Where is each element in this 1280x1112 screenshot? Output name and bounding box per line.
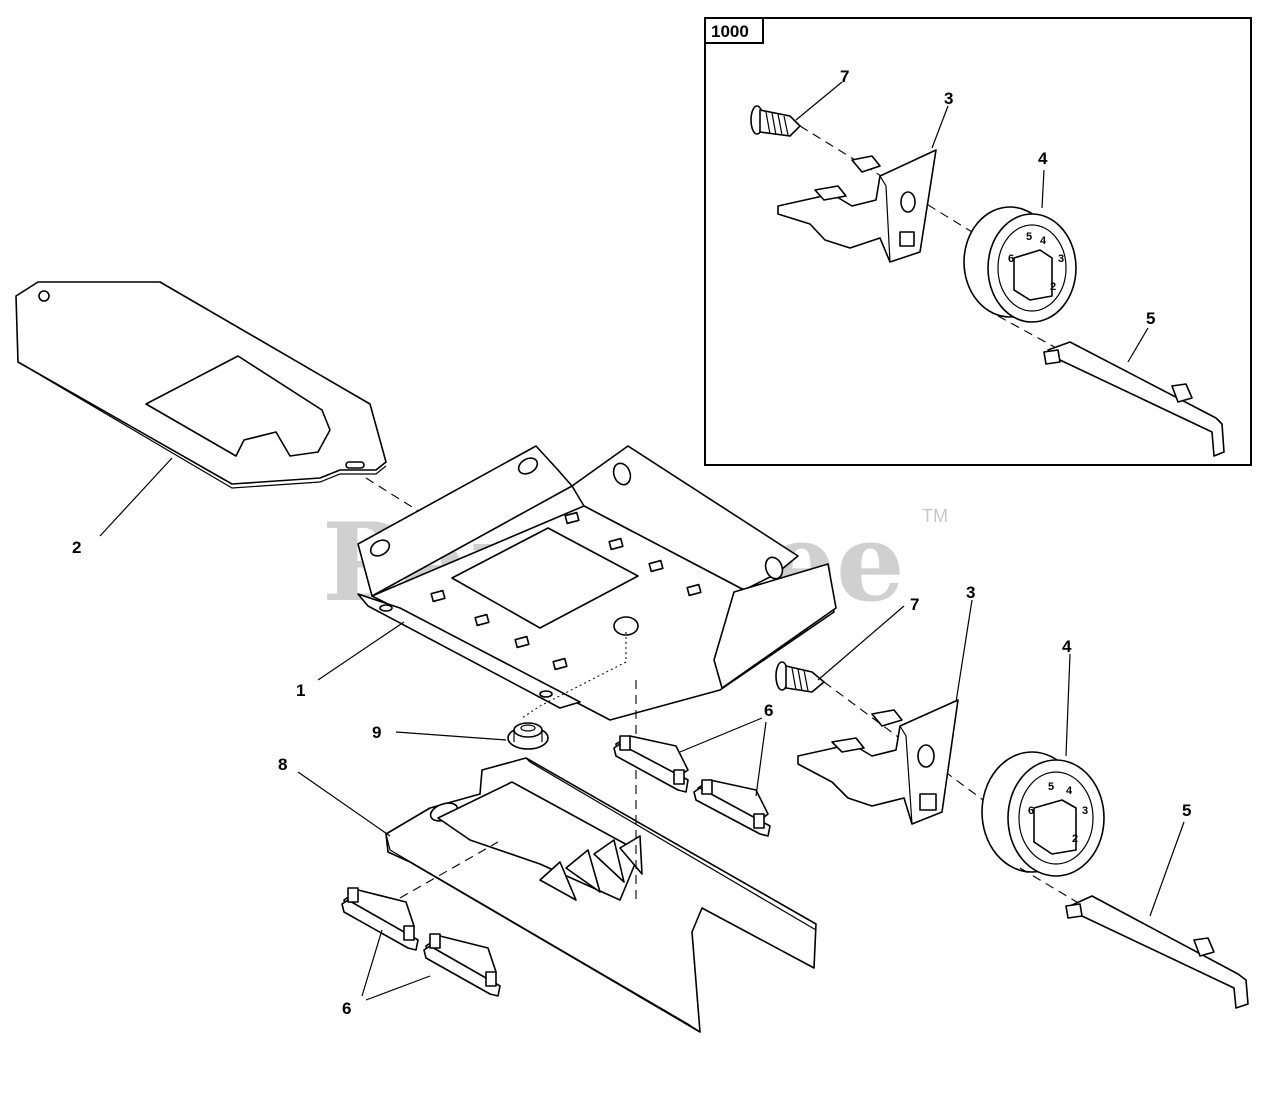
main-dial-4: 4 5 6 2 3	[981, 751, 1105, 877]
callout-6-lower: 6	[342, 999, 351, 1018]
inset-dial-number: 2	[1050, 281, 1056, 293]
callout-7-inset: 7	[840, 67, 849, 86]
callout-9: 9	[372, 723, 381, 742]
part-6-clip-upper-a	[613, 735, 689, 793]
main-dial-number: 3	[1082, 805, 1088, 817]
main-bracket-3	[797, 699, 959, 825]
callout-8: 8	[278, 755, 287, 774]
part-6-clip-lower-b	[423, 933, 501, 997]
callout-3-inset: 3	[944, 89, 953, 108]
inset-dial-number: 4	[1040, 235, 1047, 247]
callout-2: 2	[72, 538, 81, 557]
callout-1: 1	[296, 681, 305, 700]
callout-4-main: 4	[1062, 637, 1072, 656]
inset-dial-number: 6	[1008, 253, 1014, 265]
callouts: 2 1 9 8 6 6 7 3 4 5 7 3 4 5	[72, 67, 1191, 1018]
callout-3-main: 3	[966, 583, 975, 602]
watermark-trademark: TM	[922, 506, 948, 526]
inset-bracket-3	[777, 149, 937, 263]
callout-5-main: 5	[1182, 801, 1191, 820]
main-dial-number: 6	[1028, 805, 1034, 817]
callout-6-upper: 6	[764, 701, 773, 720]
leader-lines	[99, 81, 1185, 1001]
inset-screw-7	[750, 105, 801, 137]
callout-7-main: 7	[910, 595, 919, 614]
inset-label: 1000	[711, 22, 749, 41]
inset-dial-number: 5	[1026, 231, 1032, 243]
callout-5-inset: 5	[1146, 309, 1155, 328]
inset-clip-5	[1043, 341, 1225, 457]
part-1-tray	[357, 445, 837, 721]
main-clip-5	[1065, 895, 1249, 1009]
main-dial-number: 2	[1072, 833, 1078, 845]
part-2-cover-plate	[15, 281, 387, 489]
part-9-grommet	[507, 722, 549, 750]
inset-dial-number: 3	[1058, 253, 1064, 265]
part-6-clip-upper-b	[693, 779, 771, 837]
part-6-clip-lower-a	[341, 887, 419, 951]
inset-label-box	[704, 17, 764, 44]
inset-dial-4: 4 5 6 2 3	[963, 206, 1077, 323]
main-dial-number: 5	[1048, 781, 1054, 793]
main-screw-7	[775, 661, 825, 693]
callout-4-inset: 4	[1038, 149, 1048, 168]
main-dial-number: 4	[1066, 785, 1073, 797]
inset-box: 1000 4 5 6 2 3	[704, 17, 1252, 466]
